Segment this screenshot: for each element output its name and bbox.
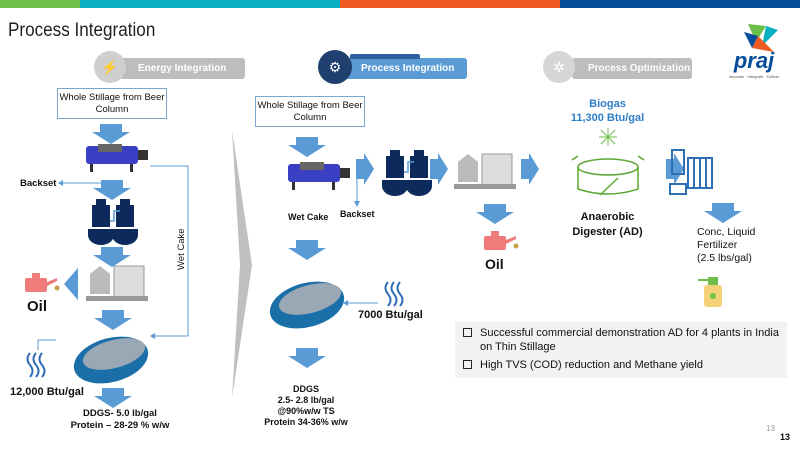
heat-icon — [26, 352, 46, 378]
heat-value-right: 7000 Btu/gal — [358, 309, 423, 321]
oil-can-icon — [25, 273, 60, 292]
tab-accent — [350, 54, 420, 59]
page-title: Process Integration — [8, 20, 156, 41]
brand-bar-green — [0, 0, 80, 8]
gears-cycle-icon: ⚙ — [318, 50, 352, 84]
flow-arrow-down — [288, 240, 326, 260]
ddgs-title: DDGS — [292, 384, 319, 394]
ddgs-yield: DDGS- 5.0 lb/gal — [83, 408, 157, 419]
fertilizer-line: (2.5 lbs/gal) — [697, 252, 752, 264]
flow-arrow-right — [666, 153, 684, 185]
oil-label: Oil — [485, 256, 504, 272]
flow-arrow-down — [92, 124, 130, 144]
ddgs-solids: @90%w/w TS — [277, 406, 335, 416]
ddgs-left: DDGS- 5.0 lb/gal Protein – 28-29 % w/w — [60, 408, 180, 432]
flow-arrow-right — [430, 153, 448, 185]
digester-icon — [571, 155, 645, 196]
fertilizer-sprayer-icon — [698, 277, 722, 307]
bullet-item: High TVS (COD) reduction and Methane yie… — [463, 358, 779, 372]
fertilizer-line: Fertilizer — [697, 239, 738, 251]
tab-label: Process Optimization — [588, 63, 691, 74]
decanter-icon — [288, 162, 350, 190]
checkbox-bullet-icon — [463, 360, 472, 369]
flow-arrow-down — [288, 348, 326, 368]
flow-arrow-right — [521, 153, 539, 185]
checkbox-bullet-icon — [463, 328, 472, 337]
bullet-item: Successful commercial demonstration AD f… — [463, 326, 779, 354]
tab-process-optimization[interactable]: Process Optimization — [572, 58, 692, 79]
flow-arrow-right — [356, 153, 374, 185]
oil-label: Oil — [27, 298, 48, 315]
evaporator-icon — [669, 149, 713, 195]
heat-icon — [384, 281, 404, 307]
backset-label: Backset — [20, 178, 57, 189]
flow-arrow-down — [476, 204, 514, 224]
tab-energy-integration[interactable]: Energy Integration — [120, 58, 245, 79]
highlights-box: Successful commercial demonstration AD f… — [455, 322, 787, 378]
optimization-icon: ✲ — [543, 51, 575, 83]
flow-arrow-down — [94, 310, 132, 330]
flow-arrow-down — [94, 388, 132, 408]
bullet-text: Successful commercial demonstration AD f… — [480, 327, 779, 353]
flow-arrow-down — [93, 247, 131, 267]
bullet-text: High TVS (COD) reduction and Methane yie… — [480, 359, 703, 371]
source-box-left: Whole Stillage from Beer Column — [57, 88, 167, 119]
section-divider-chevron — [232, 130, 252, 398]
tab-label: Process Integration — [361, 63, 455, 74]
fertilizer-label: Conc, Liquid Fertilizer (2.5 lbs/gal) — [697, 226, 755, 265]
centrifuge-icon — [85, 265, 149, 302]
backset-label: Backset — [340, 209, 375, 219]
brand-bar-blue — [560, 0, 800, 8]
tab-label: Energy Integration — [138, 63, 227, 74]
oil-can-icon — [484, 231, 519, 250]
digester-label: Anaerobic Digester (AD) — [555, 210, 660, 240]
flow-arrow-down — [288, 137, 326, 157]
dryer-icon — [68, 328, 154, 392]
wet-cake-label: Wet Cake — [288, 212, 329, 222]
biogas-title: Biogas — [589, 98, 626, 110]
ddgs-yield: 2.5- 2.8 lb/gal — [277, 395, 335, 405]
tanks-icon — [87, 198, 139, 246]
fertilizer-line: Conc, Liquid — [697, 226, 756, 238]
ddgs-right: DDGS 2.5- 2.8 lb/gal @90%w/w TS Protein … — [246, 384, 366, 428]
page-number-small: 13 — [766, 424, 775, 433]
biogas-sparkle-icon — [599, 128, 617, 146]
tab-process-integration[interactable]: Process Integration — [345, 58, 467, 79]
heat-value-left: 12,000 Btu/gal — [10, 386, 84, 398]
brand-bar-teal — [80, 0, 340, 8]
biogas-label: Biogas 11,300 Btu/gal — [555, 97, 660, 125]
digester-line: Anaerobic — [580, 211, 635, 223]
tanks-icon — [381, 149, 433, 197]
decanter-icon — [86, 144, 148, 172]
centrifuge-icon — [453, 153, 517, 190]
ddgs-protein: Protein 34-36% w/w — [264, 417, 348, 427]
brand-bar-orange — [340, 0, 560, 8]
flow-arrow-down — [704, 203, 742, 223]
source-box-right: Whole Stillage from Beer Column — [255, 96, 365, 127]
praj-logo: praj Innovate · Integrate · Deliver — [718, 22, 790, 82]
biogas-energy: 11,300 Btu/gal — [570, 112, 645, 124]
digester-line: Digester (AD) — [572, 226, 643, 238]
ddgs-protein: Protein – 28-29 % w/w — [70, 420, 170, 431]
energy-icon: ⚡ — [94, 51, 126, 83]
page-number: 13 — [780, 432, 791, 442]
wet-cake-label: Wet Cake — [176, 228, 187, 270]
dryer-icon — [264, 273, 350, 337]
